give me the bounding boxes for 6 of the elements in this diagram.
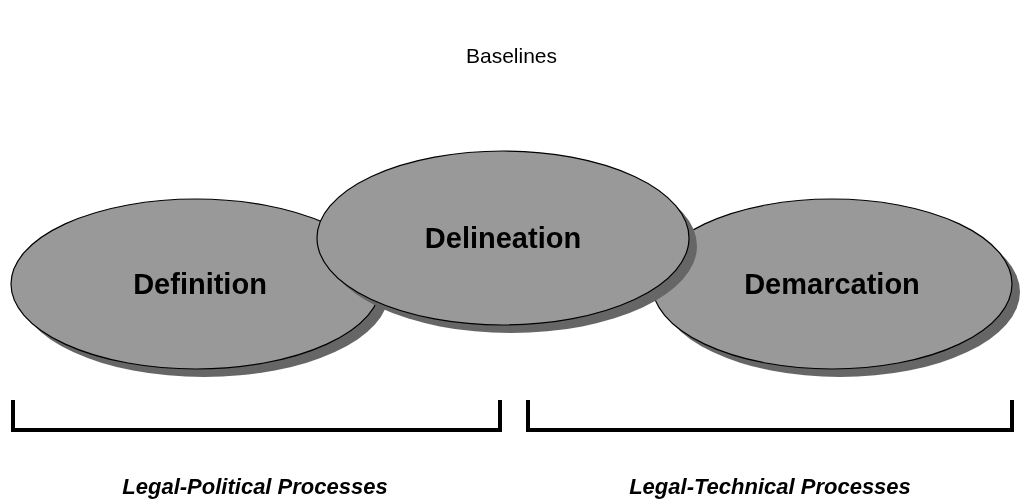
ellipse-label: Demarcation [744, 267, 920, 301]
process-label: Legal-Political Processes [122, 474, 388, 500]
ellipse-label: Definition [133, 267, 267, 301]
process-label: Legal-Technical Processes [629, 474, 911, 500]
diagram-title: Baselines [464, 44, 559, 68]
ellipse-label: Delineation [424, 221, 582, 255]
